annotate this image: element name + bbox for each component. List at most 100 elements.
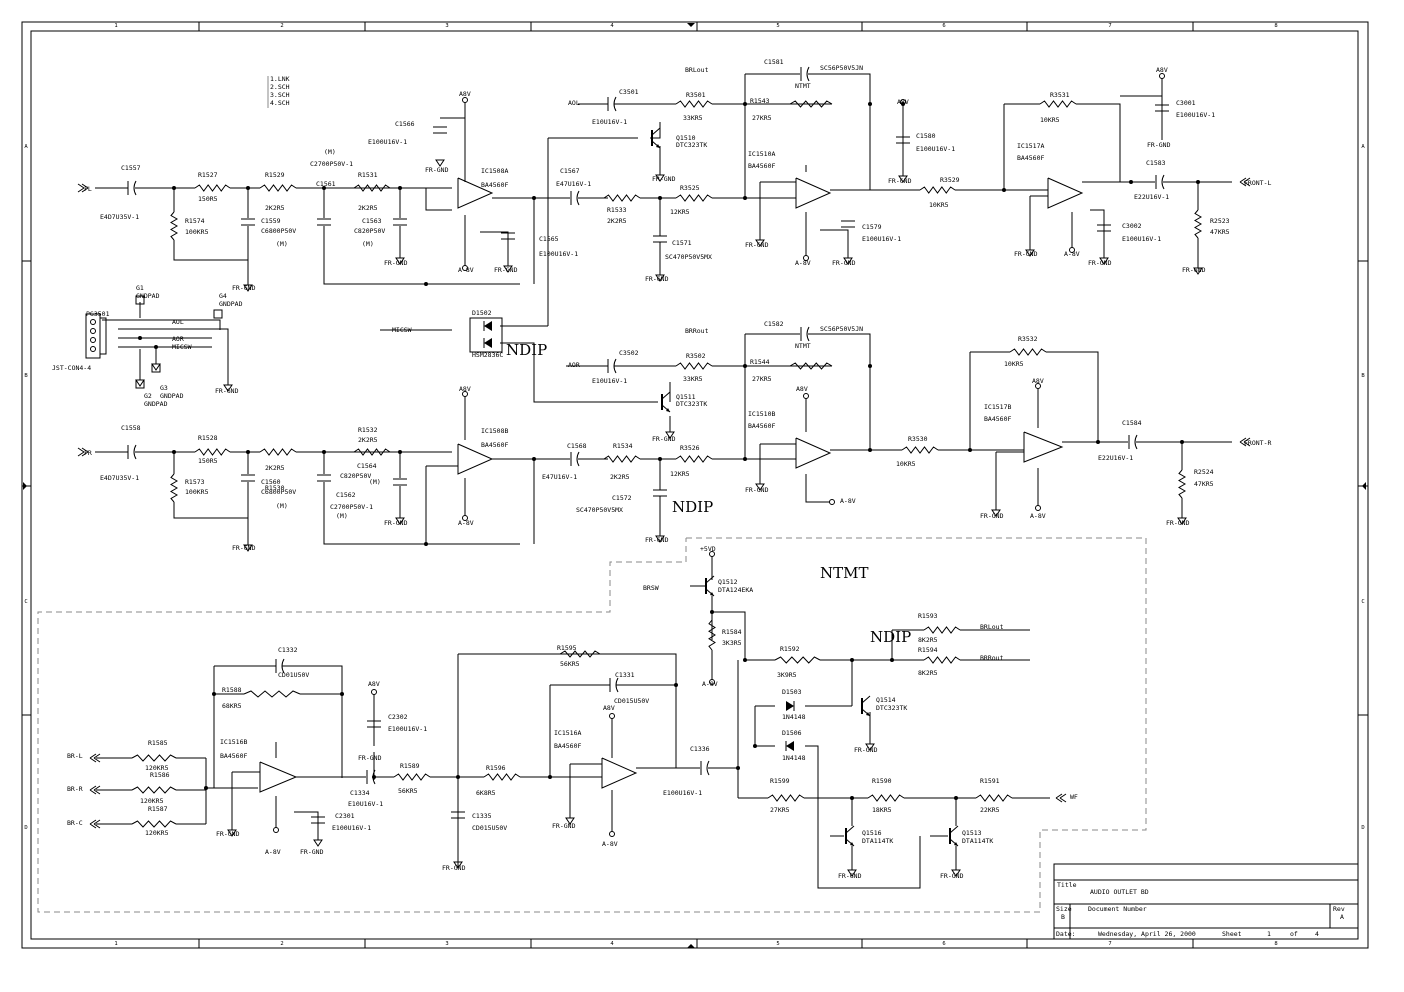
wires	[95, 73, 1232, 889]
junction-dot	[743, 102, 747, 106]
note-4: 4.SCH	[270, 99, 290, 107]
g4-pad	[213, 309, 223, 319]
label-frgnd17: FR-GND	[1166, 519, 1190, 527]
label-ic1510av: BA4560F	[748, 162, 775, 170]
junction-dot	[1180, 440, 1184, 444]
label-r1544: R1544	[750, 358, 770, 366]
ground-icon	[503, 265, 513, 273]
r3525-resistor	[675, 194, 713, 202]
r1528-resistor	[194, 448, 231, 456]
power-terminal-icon	[609, 831, 615, 837]
junction-dot	[372, 775, 376, 779]
label-a8v4: A8V	[796, 385, 808, 393]
junction-dot	[743, 658, 747, 662]
label-c1336v: E100U16V-1	[663, 789, 702, 797]
ndip-overlay-2: NDIP	[672, 498, 713, 516]
label-a8v6: A8V	[459, 385, 471, 393]
label-frgnd16: FR-GND	[745, 486, 769, 494]
ground-icon	[227, 829, 237, 837]
frame-row-right-C: C	[1361, 599, 1364, 605]
label-ic1517b: IC1517B	[984, 403, 1011, 411]
label-r1527: R1527	[198, 171, 218, 179]
c2302-capacitor	[367, 720, 381, 728]
junction-dot	[743, 196, 747, 200]
r1596-resistor	[483, 773, 521, 781]
frame-row-right-A: A	[1361, 144, 1365, 150]
r1543-resistor	[789, 100, 833, 108]
label-g4v: GNDPAD	[219, 300, 243, 308]
label-c1565: C1565	[539, 235, 559, 243]
label-frgnd27: FR-GND	[552, 822, 576, 830]
label-c1332: C1332	[278, 646, 298, 654]
frame-column-top-2: 2	[280, 23, 283, 29]
label-ic1516a: IC1516A	[554, 729, 581, 737]
dashed-regions	[37, 537, 1147, 913]
label-ic1516bv: BA4560F	[220, 752, 247, 760]
front-r-port-icon	[1239, 437, 1251, 447]
label-q1510: Q1510	[676, 134, 696, 142]
junction-dot	[532, 457, 536, 461]
ndip-overlay-3: NDIP	[870, 628, 911, 646]
ground-icon	[865, 743, 875, 751]
c1583-capacitor	[1155, 174, 1165, 190]
label-frgnd9: FR-GND	[888, 177, 912, 185]
label-ic1517av: BA4560F	[1017, 154, 1044, 162]
label-ic1510a: IC1510A	[748, 150, 775, 158]
c1565-capacitor	[501, 232, 515, 240]
label-r1529v: 2K2R5	[265, 204, 285, 212]
frame-row-left-A: A	[24, 144, 28, 150]
ground-icon	[435, 159, 445, 167]
r1534-resistor	[603, 455, 641, 463]
label-c1581v: SC56P50V5JN	[820, 64, 863, 72]
label-c1572v: SC470P50V5MX	[576, 506, 623, 514]
br-c-port-icon	[89, 819, 101, 829]
label-a8v3: A8V	[1156, 66, 1168, 74]
label-c1564v: C820P50V	[340, 472, 371, 480]
label-brlout2: BRLout	[980, 623, 1004, 631]
junction-dot	[954, 796, 958, 800]
junction-dot	[674, 683, 678, 687]
label-r3529v: 10KR5	[929, 201, 949, 209]
label-q1516: Q1516	[862, 829, 882, 837]
ground-icon	[453, 861, 463, 869]
label-m2: (M)	[324, 148, 336, 156]
junction-dot	[532, 196, 536, 200]
junction-dot	[1196, 180, 1200, 184]
label-r1544v: 27KR5	[752, 375, 772, 383]
r1587-resistor	[131, 820, 177, 828]
r1573-resistor	[170, 473, 178, 503]
label-frgnd11: FR-GND	[1088, 259, 1112, 267]
label-r1543: R1543	[750, 97, 770, 105]
c1563-capacitor	[393, 218, 407, 226]
ground-icon	[135, 379, 145, 387]
label-c1580: C1580	[916, 132, 936, 140]
power-terminal-icon	[462, 391, 468, 397]
label-d1506: D1506	[782, 729, 802, 737]
label-r1594: R1594	[918, 646, 938, 654]
r1590-resistor	[867, 794, 905, 802]
r1594-resistor	[923, 656, 961, 664]
c1584-capacitor	[1128, 434, 1138, 450]
label-frgnd3: FR-GND	[425, 166, 449, 174]
sheet-total: 4	[1315, 930, 1319, 938]
label-a8v1: A8V	[459, 90, 471, 98]
label-am8v1: A-8V	[458, 266, 474, 274]
label-r1528v: 150R5	[198, 457, 218, 465]
g3-pad	[151, 363, 161, 373]
c2301-capacitor	[311, 816, 325, 824]
note-3: 3.SCH	[270, 91, 290, 99]
label-am8v6: A-8V	[458, 519, 474, 527]
rev-label: Rev	[1333, 905, 1345, 913]
label-g3: G3	[160, 384, 168, 392]
label-r1534v: 2K2R5	[610, 473, 630, 481]
c1331-capacitor	[609, 677, 619, 693]
ground-icon	[395, 517, 405, 525]
label-r2524: R2524	[1194, 468, 1214, 476]
frame-column-bottom-6: 6	[942, 941, 945, 947]
label-brlout: BRLout	[685, 66, 709, 74]
label-c1582: C1582	[764, 320, 784, 328]
junction-dot	[736, 766, 740, 770]
label-c1571v: SC470P50V5MX	[665, 253, 712, 261]
label-r1596v: 6K8R5	[476, 789, 496, 797]
overlays: NTMT NDIP NDIP NDIP	[506, 341, 911, 646]
